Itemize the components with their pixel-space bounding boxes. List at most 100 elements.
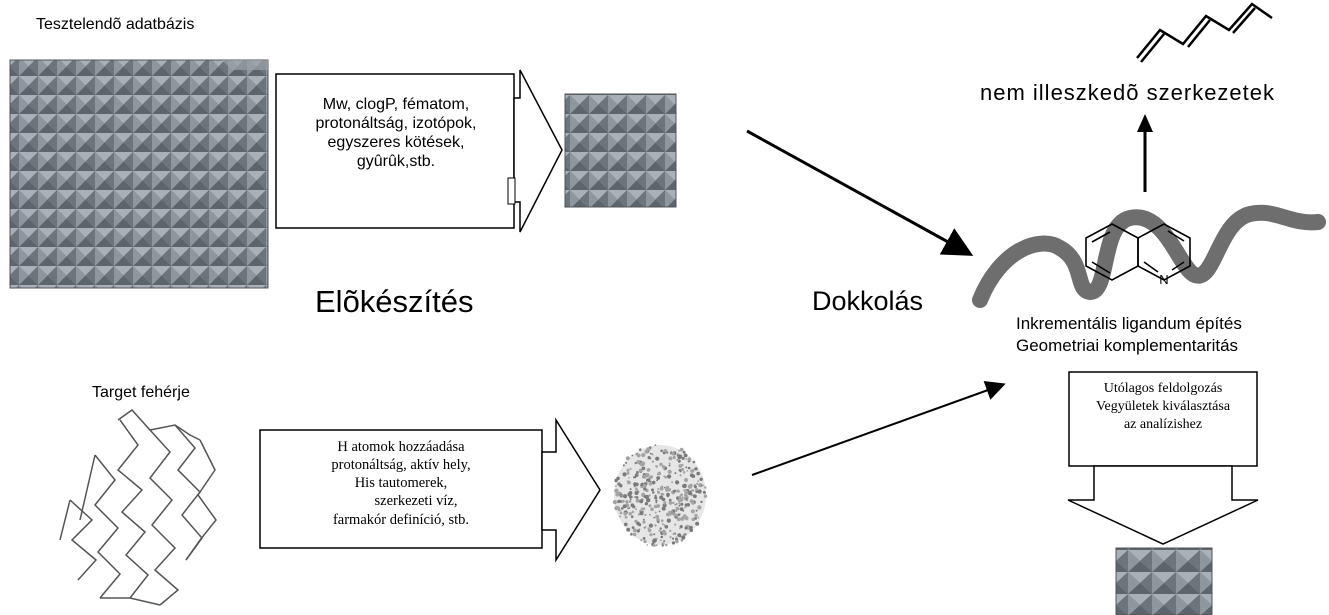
protein-atom	[638, 528, 641, 530]
protein-atom	[675, 536, 678, 539]
protein-atom	[667, 474, 672, 479]
protein-atom	[627, 507, 629, 510]
protein-prep-line: H atomok hozzáadása	[337, 439, 465, 455]
protein-atom	[658, 510, 661, 513]
protein-atom	[681, 496, 684, 499]
protein-atom	[621, 507, 624, 510]
protein-atom	[657, 471, 662, 476]
protein-atom	[683, 483, 687, 488]
protein-atom	[644, 502, 648, 506]
protein-atom	[677, 513, 681, 517]
protein-atom	[659, 527, 662, 530]
protein-atom	[680, 493, 683, 497]
protein-atom	[685, 466, 688, 469]
protein-atom	[660, 519, 664, 522]
protein-atom	[652, 544, 656, 547]
protein-atom	[623, 511, 628, 516]
protein-atom	[646, 480, 649, 483]
protein-atom	[643, 474, 647, 479]
protein-atom	[612, 500, 618, 505]
protein-atom	[631, 526, 635, 529]
protein-atom	[624, 522, 628, 527]
protein-prep-line: protonáltság, aktív hely,	[331, 457, 471, 474]
docking-label: Dokkolás	[812, 286, 924, 316]
protein-atom	[625, 461, 628, 464]
protein-atom	[628, 477, 630, 479]
protein-atom	[615, 485, 617, 487]
protein-atom	[659, 539, 662, 542]
postprocess-line: Utólagos feldolgozás	[1103, 381, 1223, 396]
protein-atom	[697, 480, 699, 482]
protein-atom	[647, 528, 652, 533]
protein-atom	[621, 494, 624, 497]
protein-atom	[654, 444, 657, 446]
protein-atom	[617, 508, 621, 512]
protein-atom	[668, 462, 671, 465]
protein-atom	[655, 514, 660, 519]
protein-atom	[677, 453, 679, 455]
protein-atom	[640, 539, 643, 542]
protein-atom	[661, 497, 666, 502]
protein-atom	[632, 476, 635, 479]
protein-atom	[637, 473, 639, 476]
filter-arrow-box	[275, 69, 563, 233]
protein-atom	[648, 494, 651, 497]
protein-atom	[693, 494, 697, 499]
protein-atom	[647, 456, 651, 460]
protein-atom	[635, 508, 637, 511]
protein-prep-line: farmakór definíció, stb.	[332, 511, 470, 528]
prepared-protein-icon	[612, 444, 708, 547]
protein-atom	[671, 452, 675, 456]
protein-atom	[676, 459, 679, 461]
incremental-label-2: Geometriai komplementaritás	[1016, 336, 1239, 355]
protein-atom	[703, 494, 708, 498]
protein-structure-icon	[59, 409, 217, 606]
protein-atom	[663, 524, 666, 527]
protein-atom	[684, 506, 687, 509]
protein-atom	[661, 544, 664, 547]
protein-atom	[634, 496, 636, 498]
protein-atom	[644, 513, 647, 517]
protein-atom	[677, 498, 682, 503]
protein-atom	[697, 505, 702, 510]
protein-atom	[634, 462, 637, 465]
protein-atom	[671, 537, 675, 540]
protein-atom	[688, 483, 693, 488]
protein-atom	[651, 460, 655, 463]
nonfitting-molecule-icon	[1136, 2, 1273, 59]
protein-atom	[646, 468, 651, 472]
protein-atom	[639, 511, 644, 516]
protein-atom	[652, 539, 656, 544]
protein-atom	[685, 497, 688, 500]
protein-atom	[684, 478, 688, 482]
protein-atom	[687, 466, 691, 470]
protein-atom	[680, 502, 684, 506]
protein-atom	[636, 460, 641, 464]
quinoline-molecule-icon	[1085, 223, 1191, 281]
protein-atom	[667, 488, 671, 492]
protein-atom	[671, 481, 674, 484]
protein-atom	[627, 480, 631, 485]
protein-atom	[619, 515, 622, 518]
protein-atom	[660, 449, 663, 453]
protein-atom	[696, 482, 699, 485]
binding-pocket	[972, 204, 1326, 308]
protein-atom	[628, 491, 633, 495]
protein-atom	[657, 520, 660, 524]
filtered-grid	[564, 93, 677, 208]
protein-atom	[643, 540, 647, 544]
arrow-to-docking-top	[746, 129, 974, 256]
protein-atom	[669, 529, 672, 533]
protein-atom	[634, 519, 638, 523]
protein-atom	[677, 456, 681, 460]
protein-atom	[675, 480, 680, 485]
protein-atom	[640, 507, 644, 511]
filter-line: egyszeres kötések,	[327, 133, 465, 151]
protein-atom	[673, 489, 676, 493]
protein-atom	[682, 450, 686, 454]
protein-atom	[694, 513, 698, 518]
preparation-label: Elõkészítés	[315, 284, 474, 319]
protein-atom	[619, 484, 623, 488]
filter-line: gyûrûk,stb.	[356, 152, 436, 170]
